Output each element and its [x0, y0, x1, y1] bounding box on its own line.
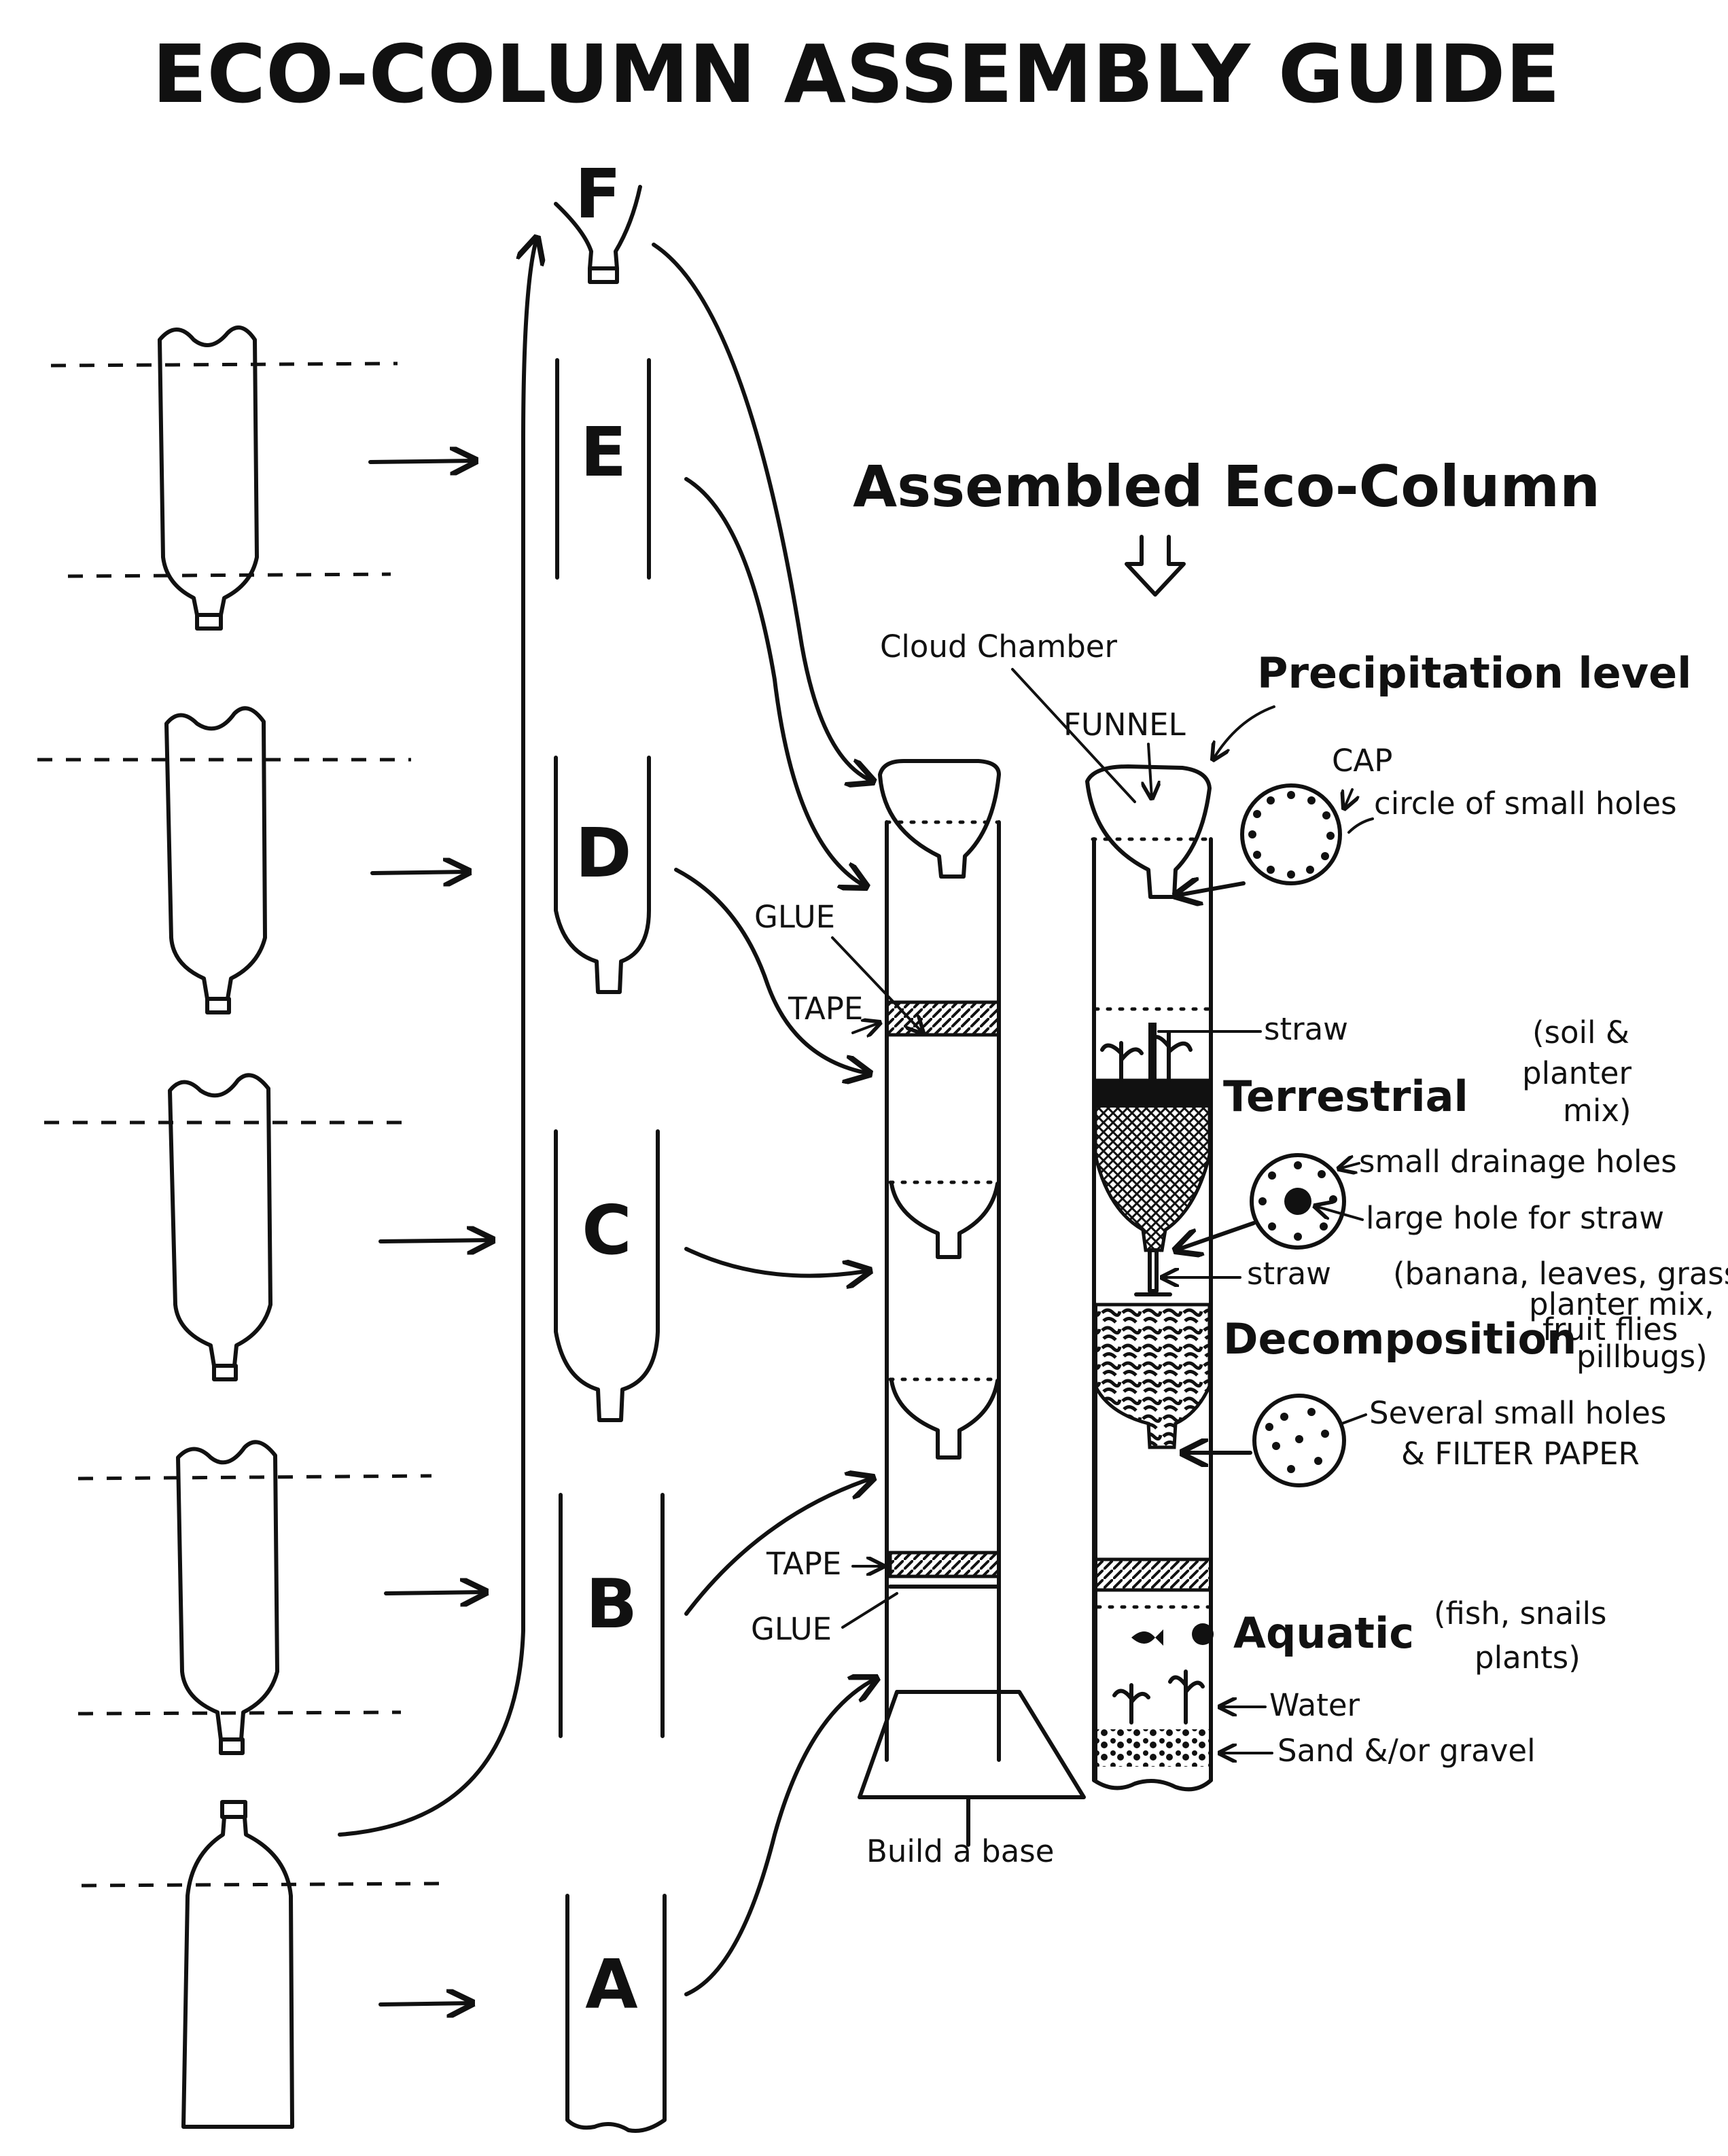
- terrestrial-note-1: (soil &: [1532, 1014, 1629, 1050]
- aquatic-note-2: plants): [1475, 1640, 1581, 1676]
- piece-label-F: F: [575, 154, 621, 234]
- piece-C: C: [554, 1129, 660, 1422]
- label-sand-gravel: Sand &/or gravel: [1277, 1733, 1536, 1769]
- subtitle: Assembled Eco-Column: [853, 453, 1600, 520]
- label-water: Water: [1269, 1687, 1360, 1723]
- tape-band-bottom: [888, 1551, 1001, 1578]
- label-several-holes: Several small holes: [1369, 1395, 1666, 1431]
- piece-F: F: [554, 154, 642, 284]
- label-straw-top: straw: [1264, 1011, 1348, 1047]
- piece-label-D: D: [575, 813, 631, 893]
- arrow-to-B: [384, 1592, 486, 1593]
- label-build-base: Build a base: [866, 1833, 1054, 1869]
- cut-line: [77, 1710, 402, 1716]
- source-bottles: [37, 325, 493, 2129]
- arrow-A-to-column: [684, 1678, 877, 1996]
- label-tape-bottom: TAPE: [766, 1546, 841, 1582]
- arrow-F-to-column: [652, 243, 873, 781]
- assembly-arrows: [652, 243, 877, 1996]
- bottle-3: [44, 1073, 493, 1381]
- label-tape-top: TAPE: [788, 991, 863, 1027]
- decomp-note-4: pillbugs): [1576, 1339, 1708, 1375]
- label-large-hole: large hole for straw: [1366, 1200, 1664, 1236]
- cut-line: [50, 361, 398, 368]
- page-title: ECO-COLUMN ASSEMBLY GUIDE: [152, 27, 1560, 121]
- label-straw-mid: straw: [1247, 1256, 1331, 1292]
- piece-D: D: [554, 756, 651, 994]
- bottle-1: [50, 325, 476, 631]
- cut-line: [67, 572, 391, 578]
- fish-icon: [1131, 1629, 1163, 1646]
- tape-band-aquatic: [1093, 1557, 1213, 1592]
- label-funnel: FUNNEL: [1063, 707, 1186, 743]
- sand-gravel: [1097, 1729, 1210, 1767]
- arrow-to-D: [370, 872, 469, 873]
- decomp-note-1: (banana, leaves, grass: [1393, 1256, 1728, 1292]
- piece-B: B: [559, 1493, 665, 1738]
- label-cloud-chamber: Cloud Chamber: [880, 629, 1117, 665]
- label-cap: CAP: [1332, 743, 1392, 779]
- label-precipitation-level: Precipitation level: [1257, 648, 1691, 698]
- assembled-column-left: [858, 759, 1086, 1847]
- arrow-D-to-column: [674, 868, 870, 1074]
- label-aquatic: Aquatic: [1233, 1608, 1414, 1658]
- piece-label-C: C: [582, 1190, 631, 1270]
- piece-label-E: E: [580, 412, 627, 492]
- terrestrial-note-3: mix): [1563, 1093, 1632, 1129]
- cut-pieces: F E D C B A: [554, 154, 667, 2133]
- label-glue-top: GLUE: [754, 899, 835, 935]
- snail-icon: [1192, 1623, 1214, 1645]
- arrow-C-to-column: [684, 1247, 870, 1276]
- base-trapezoid: [858, 1690, 1086, 1799]
- filter-holes-icon: [1252, 1394, 1346, 1487]
- piece-A: A: [565, 1894, 667, 2133]
- label-circle-holes: circle of small holes: [1374, 785, 1677, 821]
- aquatic-plant-icon: [1112, 1669, 1205, 1725]
- aquatic-note-1: (fish, snails: [1434, 1595, 1606, 1631]
- label-terrestrial: Terrestrial: [1223, 1072, 1468, 1121]
- decomposition-matter: [1093, 1303, 1212, 1449]
- piece-E: E: [555, 358, 651, 580]
- piece-label-A: A: [585, 1945, 637, 2024]
- label-drainage-holes: small drainage holes: [1359, 1144, 1677, 1180]
- bottle-4: [77, 1440, 486, 1755]
- terrestrial-note-2: planter: [1522, 1055, 1632, 1091]
- cut-line: [77, 1474, 432, 1481]
- label-decomposition: Decomposition: [1223, 1314, 1576, 1364]
- straw-mid: [1148, 1248, 1159, 1293]
- terrestrial-soil: [1093, 1078, 1212, 1252]
- label-filter-paper: & FILTER PAPER: [1401, 1436, 1640, 1472]
- plant-icon: [1100, 1031, 1193, 1082]
- arrow-neck-to-F: [338, 238, 537, 1837]
- arrow-to-C: [378, 1240, 493, 1241]
- cap-holes-icon: [1240, 783, 1342, 885]
- arrow-to-E: [368, 461, 476, 462]
- decomp-note-2: planter mix,: [1529, 1286, 1714, 1322]
- cut-line: [81, 1881, 442, 1888]
- drainage-holes-icon: [1250, 1153, 1346, 1250]
- down-arrow-icon: [1125, 535, 1186, 597]
- bottle-2: [37, 706, 469, 1014]
- arrow-E-to-column: [684, 477, 866, 887]
- piece-label-B: B: [586, 1564, 637, 1644]
- assembled-column-right: [1085, 764, 1214, 1792]
- tape-band-top: [885, 1000, 1001, 1037]
- label-glue-bottom: GLUE: [751, 1611, 832, 1647]
- decomp-note-3: fruit flies: [1542, 1311, 1678, 1347]
- arrow-B-to-column: [684, 1478, 873, 1616]
- bottle-5: [81, 1800, 472, 2129]
- straw-top: [1148, 1023, 1157, 1080]
- arrow-to-A: [378, 2003, 472, 2004]
